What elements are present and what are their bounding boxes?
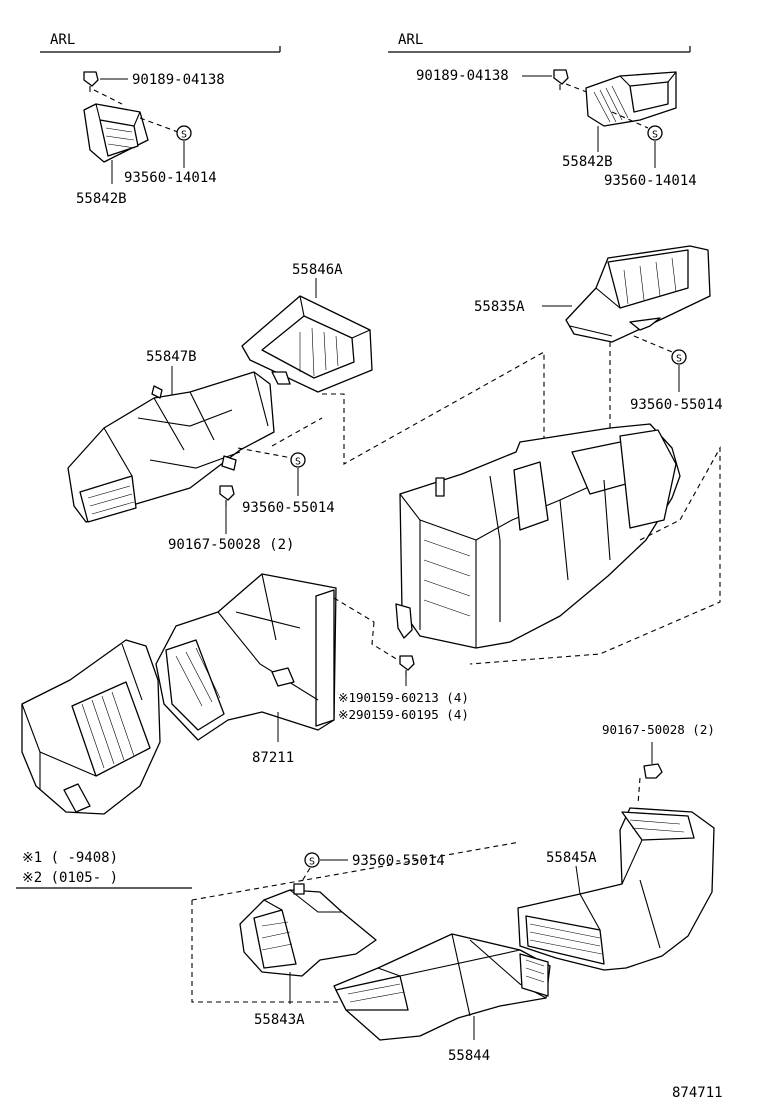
label-screw-top-left: 90189-04138: [132, 72, 225, 88]
label-duct-55847b: 55847B: [146, 349, 197, 365]
duct-55835a-icon: [565, 245, 711, 343]
legend: ※1 ( -9408) ※2 (0105- ): [16, 850, 192, 889]
clip-icon-top-right: S: [647, 125, 663, 141]
label-blower-87211: 87211: [252, 750, 294, 766]
duct-55842b-right-icon: [585, 71, 677, 127]
screw-icon-top-right: [553, 69, 569, 90]
screw-icon-top-left: [83, 71, 99, 92]
label-screw-55847b: 90167-50028 (2): [168, 537, 294, 553]
clip-icon-lower: S: [304, 852, 320, 868]
variant-header-left: ARL: [40, 32, 281, 53]
label-screw-87211-v1: ※190159-60213 (4): [338, 690, 469, 705]
duct-55842b-left-icon: [83, 103, 149, 163]
duct-55846a-icon: [241, 295, 373, 393]
svg-text:S: S: [295, 457, 301, 468]
label-clip-55835a: 93560-55014: [630, 397, 723, 413]
screw-icon-lower: [643, 763, 663, 779]
legend-row-1: ※1 ( -9408): [22, 850, 118, 866]
label-clip-55847b: 93560-55014: [242, 500, 335, 516]
label-duct-55842b-left: 55842B: [76, 191, 127, 207]
label-duct-55845a: 55845A: [546, 850, 597, 866]
label-screw-lower: 90167-50028 (2): [602, 722, 715, 737]
svg-text:S: S: [181, 130, 187, 141]
label-duct-55843a: 55843A: [254, 1012, 305, 1028]
label-duct-55835a: 55835A: [474, 299, 525, 315]
svg-text:S: S: [652, 130, 658, 141]
evaporator-unit-icon: [21, 639, 161, 815]
label-screw-87211-v2: ※290159-60195 (4): [338, 707, 469, 722]
screw-icon-55847b: [219, 485, 235, 506]
label-clip-top-left: 93560-14014: [124, 170, 217, 186]
svg-text:S: S: [676, 354, 682, 365]
label-duct-55846a: 55846A: [292, 262, 343, 278]
heater-unit-icon: [395, 423, 681, 649]
label-duct-55844: 55844: [448, 1048, 490, 1064]
legend-row-2: ※2 (0105- ): [22, 870, 118, 886]
svg-text:S: S: [309, 857, 315, 868]
label-duct-55842b-right: 55842B: [562, 154, 613, 170]
duct-55847b-icon: [67, 371, 275, 523]
blower-87211-icon: [155, 573, 337, 741]
label-clip-lower: 93560-55014: [352, 853, 445, 869]
duct-55845a-icon: [517, 807, 715, 971]
label-screw-top-right: 90189-04138: [416, 68, 509, 84]
diagram-number: 874711: [672, 1085, 723, 1101]
label-clip-top-right: 93560-14014: [604, 173, 697, 189]
duct-55844-icon: [333, 933, 551, 1041]
duct-55843a-icon: [239, 883, 377, 977]
variant-label-right: ARL: [398, 32, 423, 48]
clip-icon-top-left: S: [176, 125, 192, 141]
screw-icon-87211: [399, 655, 415, 676]
clip-icon-55835a: S: [671, 349, 687, 365]
variant-header-right: ARL: [388, 32, 691, 53]
variant-label-left: ARL: [50, 32, 75, 48]
clip-icon-55847b: S: [290, 452, 306, 468]
